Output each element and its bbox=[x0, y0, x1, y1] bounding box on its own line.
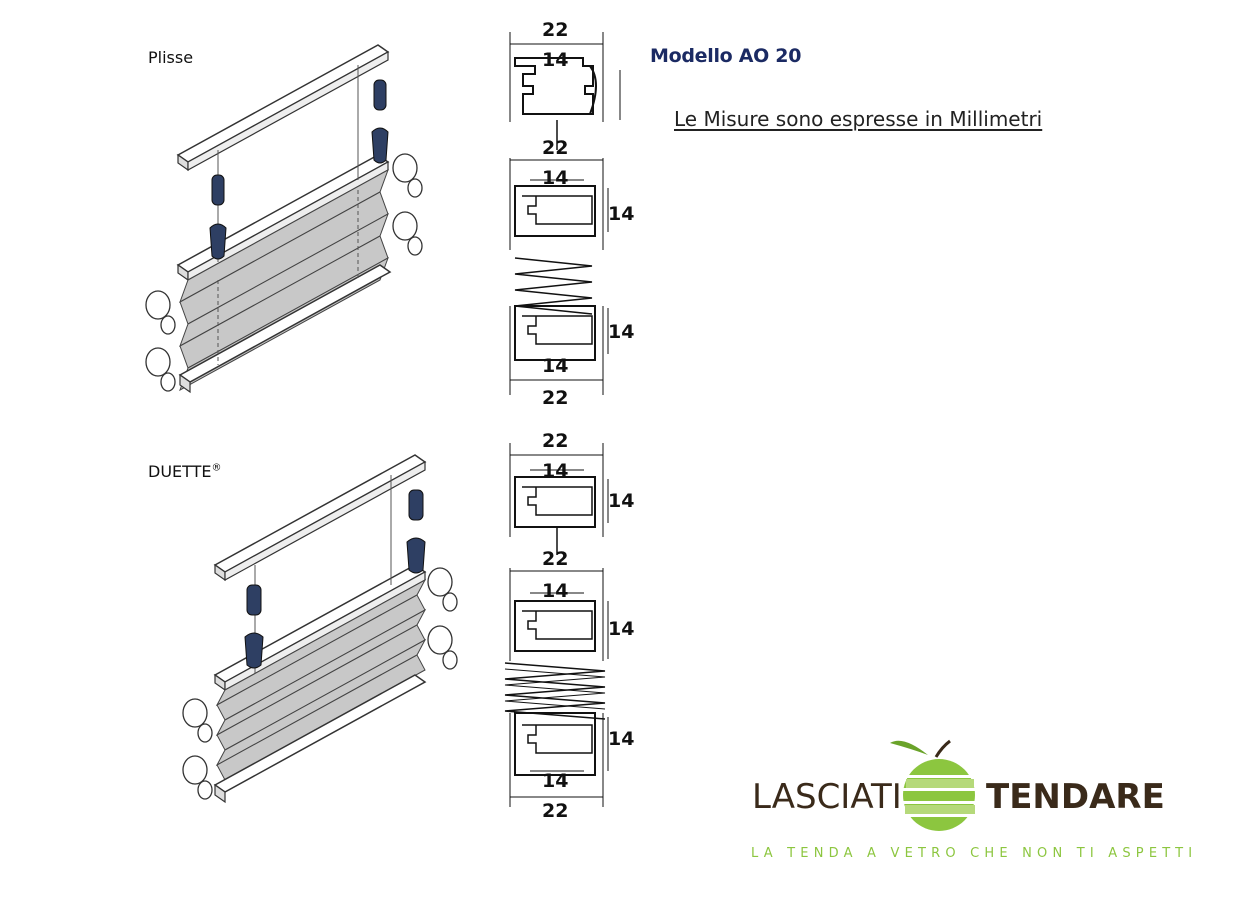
plisse-p1-inner: 14 bbox=[542, 49, 568, 71]
duette-label-text: DUETTE bbox=[148, 462, 212, 481]
units-note: Le Misure sono espresse in Millimetri bbox=[674, 107, 1043, 131]
duette-p2-width: 22 bbox=[542, 548, 568, 570]
plisse-p3-height: 14 bbox=[608, 321, 634, 343]
duette-p3-inner: 14 bbox=[542, 770, 568, 792]
duette-p1-height: 14 bbox=[608, 490, 634, 512]
duette-label: DUETTE® bbox=[148, 462, 222, 481]
model-title: Modello AO 20 bbox=[650, 45, 802, 67]
duette-p3-width: 22 bbox=[542, 800, 568, 822]
duette-p3-height: 14 bbox=[608, 728, 634, 750]
registered-mark: ® bbox=[211, 462, 222, 474]
duette-p2-height: 14 bbox=[608, 618, 634, 640]
brand-tagline: LA TENDA A VETRO CHE NON TI ASPETTI bbox=[751, 846, 1198, 861]
plisse-p1-width: 22 bbox=[542, 19, 568, 41]
plisse-blind-illustration bbox=[145, 44, 423, 394]
plisse-p3-inner: 14 bbox=[542, 355, 568, 377]
plisse-p2-inner: 14 bbox=[542, 167, 568, 189]
duette-p1-inner: 14 bbox=[542, 460, 568, 482]
plisse-label: Plisse bbox=[148, 48, 194, 67]
brand-name-left: LASCIATI bbox=[752, 777, 902, 817]
plisse-p3-width: 22 bbox=[542, 387, 568, 409]
plisse-p2-width: 22 bbox=[542, 137, 568, 159]
duette-blind-illustration bbox=[182, 454, 458, 804]
plisse-profile-diagram: 22 14 22 14 14 14 14 22 bbox=[509, 19, 634, 409]
plisse-p2-height: 14 bbox=[608, 203, 634, 225]
brand-name-right: TENDARE bbox=[986, 777, 1165, 817]
duette-profile-diagram: 22 14 14 22 14 14 14 14 22 bbox=[504, 430, 634, 822]
duette-p1-width: 22 bbox=[542, 430, 568, 452]
duette-p2-inner: 14 bbox=[542, 580, 568, 602]
apple-logo-icon bbox=[890, 739, 975, 831]
